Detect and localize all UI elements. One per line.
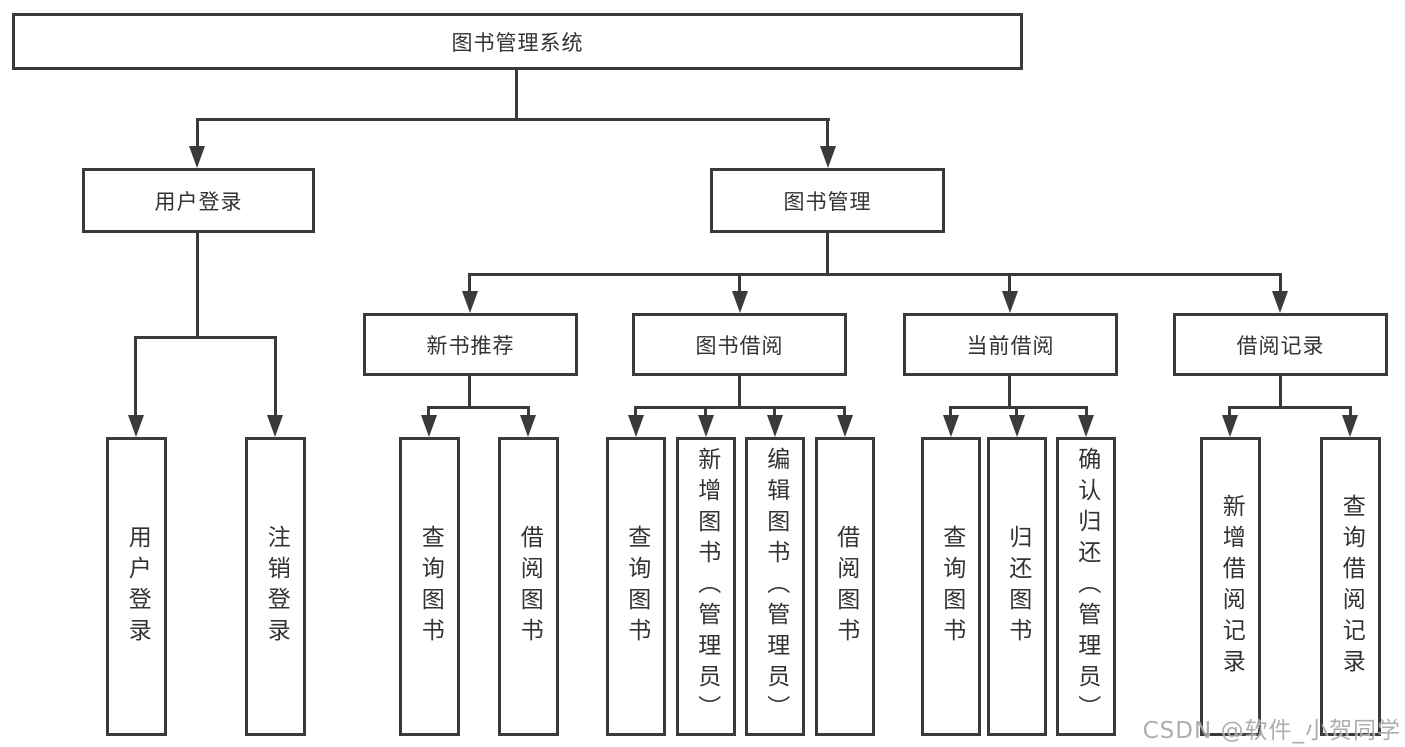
connector-hline (468, 273, 1282, 276)
leaf-label: 查询图书 (623, 524, 650, 649)
connector-vline (1279, 376, 1282, 406)
arrow-down-icon (628, 415, 644, 437)
leaf-return-books: 归还图书 (987, 437, 1047, 736)
node-library-management-system: 图书管理系统 (12, 13, 1023, 70)
connector-vline (738, 376, 741, 406)
connector-vline (1349, 406, 1352, 418)
connector-vline (196, 118, 199, 148)
node-new-book-recommendation: 新书推荐 (363, 313, 578, 376)
connector-vline (134, 336, 137, 418)
node-current-borrowing: 当前借阅 (903, 313, 1118, 376)
connector-vline (826, 118, 829, 148)
leaf-edit-books-admin: 编辑图书（管理员） (745, 437, 805, 736)
leaf-label: 新增借阅记录 (1218, 493, 1245, 680)
connector-hline (196, 118, 830, 121)
arrow-down-icon (1272, 291, 1288, 313)
node-label: 新书推荐 (426, 333, 515, 358)
connector-vline (704, 406, 707, 418)
leaf-label: 新增图书（管理员） (693, 447, 720, 726)
arrow-down-icon (943, 415, 959, 437)
arrow-down-icon (1222, 415, 1238, 437)
connector-vline (738, 273, 741, 293)
leaf-query-books-current: 查询图书 (921, 437, 981, 736)
arrow-down-icon (1009, 415, 1025, 437)
node-label: 图书管理系统 (451, 30, 584, 55)
node-book-management: 图书管理 (710, 168, 945, 233)
connector-vline (515, 70, 518, 118)
connector-vline (949, 406, 952, 418)
connector-hline (1228, 406, 1352, 409)
leaf-label: 查询图书 (938, 524, 965, 649)
leaf-add-borrow-record: 新增借阅记录 (1200, 437, 1261, 736)
connector-hline (634, 406, 846, 409)
arrow-down-icon (128, 415, 144, 437)
arrow-down-icon (189, 146, 205, 168)
node-label: 图书借阅 (695, 333, 784, 358)
leaf-label: 确认归还（管理员） (1073, 447, 1100, 726)
arrow-down-icon (1078, 415, 1094, 437)
leaf-logout: 注销登录 (245, 437, 306, 736)
arrow-down-icon (732, 291, 748, 313)
connector-vline (1279, 273, 1282, 293)
arrow-down-icon (421, 415, 437, 437)
connector-vline (843, 406, 846, 418)
arrow-down-icon (267, 415, 283, 437)
leaf-query-books-recommend: 查询图书 (399, 437, 460, 736)
connector-vline (1008, 273, 1011, 293)
arrow-down-icon (698, 415, 714, 437)
connector-vline (1008, 376, 1011, 406)
leaf-label: 查询借阅记录 (1338, 493, 1365, 680)
leaf-query-borrow-record: 查询借阅记录 (1320, 437, 1381, 736)
arrow-down-icon (1342, 415, 1358, 437)
leaf-add-books-admin: 新增图书（管理员） (676, 437, 736, 736)
leaf-label: 借阅图书 (832, 524, 859, 649)
connector-vline (634, 406, 637, 418)
arrow-down-icon (767, 415, 783, 437)
leaf-label: 归还图书 (1004, 524, 1031, 649)
connector-vline (196, 233, 199, 336)
leaf-borrow-books-recommend: 借阅图书 (498, 437, 559, 736)
leaf-label: 注销登录 (263, 524, 290, 649)
connector-vline (1085, 406, 1088, 418)
node-label: 图书管理 (783, 189, 872, 214)
leaf-label: 用户登录 (124, 524, 151, 649)
connector-vline (773, 406, 776, 418)
arrow-down-icon (820, 146, 836, 168)
leaf-label: 编辑图书（管理员） (762, 447, 789, 726)
connector-hline (949, 406, 1088, 409)
leaf-user-login: 用户登录 (106, 437, 167, 736)
node-borrowing-records: 借阅记录 (1173, 313, 1388, 376)
arrow-down-icon (837, 415, 853, 437)
connector-vline (1015, 406, 1018, 418)
node-book-borrowing: 图书借阅 (632, 313, 847, 376)
arrow-down-icon (462, 291, 478, 313)
arrow-down-icon (520, 415, 536, 437)
connector-hline (134, 336, 277, 339)
connector-vline (427, 406, 430, 418)
connector-vline (1228, 406, 1231, 418)
leaf-label: 借阅图书 (516, 524, 543, 649)
node-label: 用户登录 (154, 189, 243, 214)
connector-vline (826, 233, 829, 273)
connector-vline (527, 406, 530, 418)
leaf-label: 查询图书 (417, 524, 444, 649)
leaf-borrow-books: 借阅图书 (815, 437, 875, 736)
node-label: 当前借阅 (966, 333, 1055, 358)
watermark-text: CSDN @软件_小贺同学 (1142, 718, 1401, 744)
arrow-down-icon (1002, 291, 1018, 313)
node-label: 借阅记录 (1236, 333, 1325, 358)
connector-hline (427, 406, 530, 409)
leaf-confirm-return-admin: 确认归还（管理员） (1056, 437, 1116, 736)
leaf-query-books-borrowing: 查询图书 (606, 437, 666, 736)
connector-vline (274, 336, 277, 418)
node-user-login: 用户登录 (82, 168, 315, 233)
connector-vline (468, 273, 471, 293)
connector-vline (468, 376, 471, 406)
